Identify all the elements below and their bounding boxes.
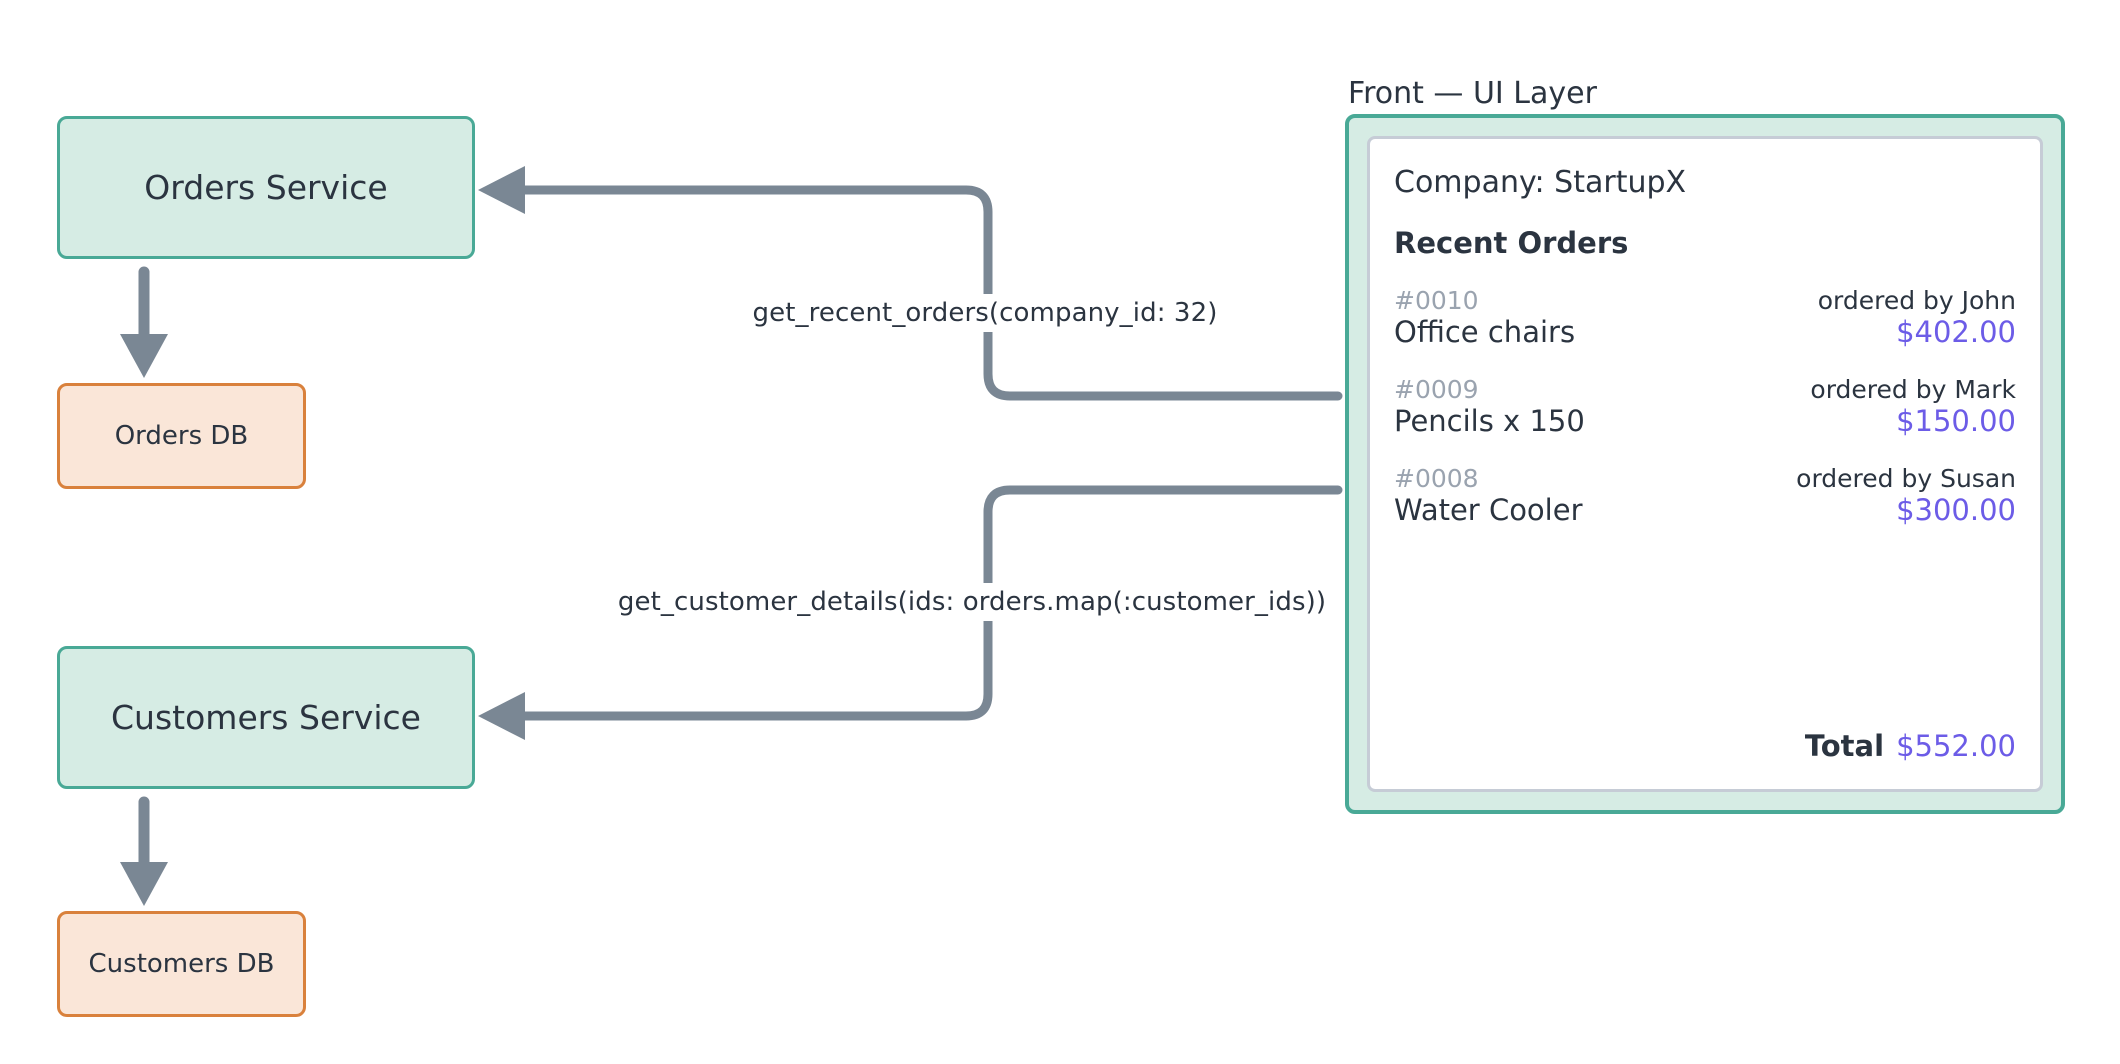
ui-panel-title: Front — UI Layer [1348,76,1597,111]
edge-label-get-recent-orders: get_recent_orders(company_id: 32) [742,294,1228,332]
order-id: #0010 [1394,286,1479,315]
company-line: Company: StartupX [1394,165,1687,200]
node-customers-service[interactable]: Customers Service [57,646,475,789]
node-orders-db[interactable]: Orders DB [57,383,306,489]
order-meta-line: #0008 ordered by Susan [1394,464,2016,493]
node-orders-db-label: Orders DB [114,421,249,451]
recent-orders-heading: Recent Orders [1394,226,1629,260]
order-ordered-by: ordered by Susan [1796,464,2016,493]
total-amount: $552.00 [1896,729,2016,763]
order-detail-line: Office chairs $402.00 [1394,315,2016,349]
order-amount: $150.00 [1896,404,2016,438]
order-item-name: Water Cooler [1394,493,1583,527]
total-label: Total [1804,729,1885,763]
arrowhead-orders-db-icon [120,334,168,378]
order-ordered-by: ordered by John [1817,286,2016,315]
order-amount: $300.00 [1896,493,2016,527]
list-item[interactable]: #0009 ordered by Mark Pencils x 150 $150… [1394,375,2016,438]
arrowhead-orders-icon [478,166,525,214]
node-customers-db[interactable]: Customers DB [57,911,306,1017]
order-item-name: Office chairs [1394,315,1576,349]
order-id: #0009 [1394,375,1479,404]
ui-panel: Company: StartupX Recent Orders #0010 or… [1345,114,2065,814]
order-detail-line: Pencils x 150 $150.00 [1394,404,2016,438]
edge-label-get-customer-details: get_customer_details(ids: orders.map(:cu… [607,583,1337,621]
ui-card: Company: StartupX Recent Orders #0010 or… [1367,136,2043,792]
arrowhead-customers-icon [478,692,525,740]
list-item[interactable]: #0008 ordered by Susan Water Cooler $300… [1394,464,2016,527]
order-item-name: Pencils x 150 [1394,404,1585,438]
total-row: Total $552.00 [1394,729,2016,769]
node-customers-service-label: Customers Service [111,698,421,737]
order-detail-line: Water Cooler $300.00 [1394,493,2016,527]
order-meta-line: #0009 ordered by Mark [1394,375,2016,404]
order-amount: $402.00 [1896,315,2016,349]
node-customers-db-label: Customers DB [88,949,275,979]
order-id: #0008 [1394,464,1479,493]
node-orders-service-label: Orders Service [144,168,388,207]
list-item[interactable]: #0010 ordered by John Office chairs $402… [1394,286,2016,349]
order-ordered-by: ordered by Mark [1810,375,2016,404]
node-orders-service[interactable]: Orders Service [57,116,475,259]
order-meta-line: #0010 ordered by John [1394,286,2016,315]
arrowhead-customers-db-icon [120,862,168,906]
connector-orders-path [515,185,1343,401]
